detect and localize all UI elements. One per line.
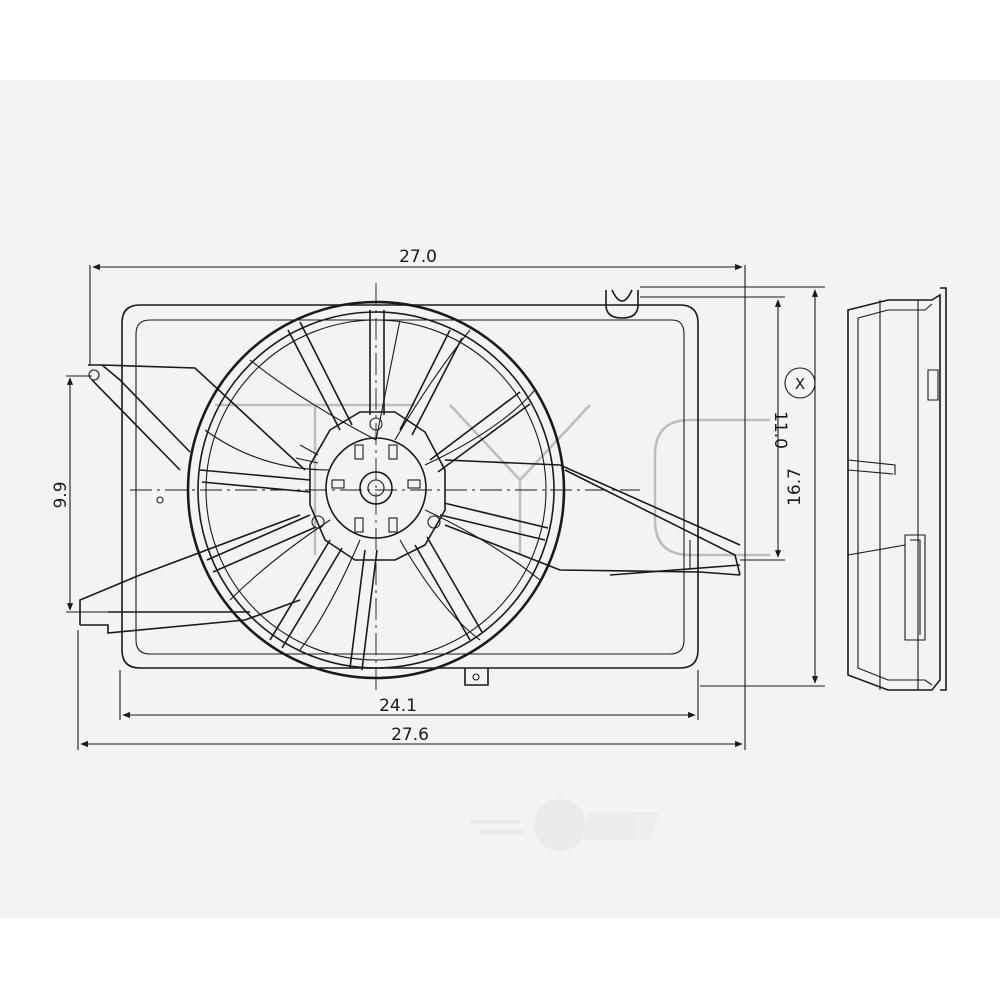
- dim-label-9-9: 9.9: [51, 481, 71, 508]
- brand-logo-watermark: [470, 799, 660, 851]
- right-mount-arms: [444, 459, 741, 576]
- motor-hub: [295, 411, 446, 561]
- dim-label-16-7: 16.7: [785, 468, 805, 506]
- dimension-overall-width-top: 27.0: [89, 247, 746, 750]
- dimension-overall-height: 16.7: [640, 286, 825, 687]
- dim-label-24-1: 24.1: [379, 696, 417, 716]
- shroud-outline: [121, 289, 699, 686]
- fan-spokes: [199, 310, 549, 671]
- callout-marker-label: X: [795, 375, 805, 393]
- dim-label-27-6: 27.6: [391, 725, 429, 745]
- dimension-shroud-width: 24.1: [119, 670, 699, 720]
- dimension-right-height: 11.0: [640, 296, 790, 561]
- center-lines: [130, 283, 640, 690]
- side-profile-view: [847, 287, 947, 691]
- tyc-watermark: [215, 403, 770, 557]
- fan-blades: [204, 319, 541, 651]
- dim-label-27-0: 27.0: [399, 247, 437, 267]
- callout-marker: X: [784, 367, 816, 399]
- dimension-overall-width-bottom: 27.6: [77, 630, 743, 750]
- drawing-sheet: [0, 80, 1000, 918]
- dim-label-11-0: 11.0: [770, 411, 790, 449]
- dimension-left-height: 9.9: [51, 375, 108, 613]
- left-mount-arms: [79, 364, 306, 634]
